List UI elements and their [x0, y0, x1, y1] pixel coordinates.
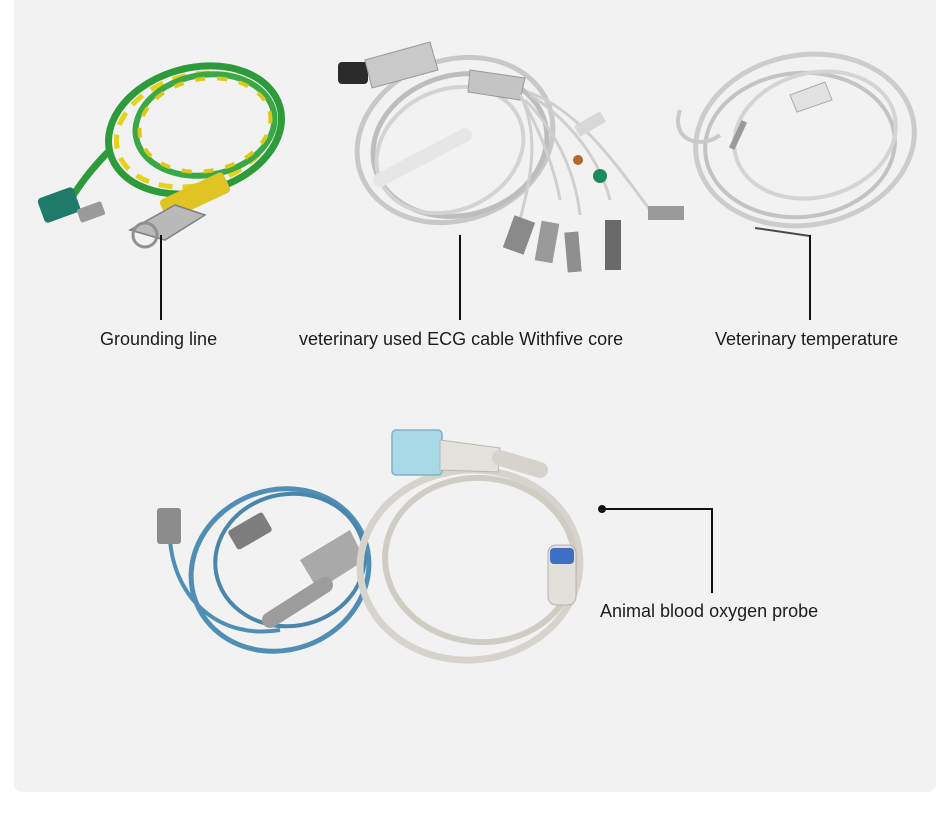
ecg-label: veterinary used ECG cable Withfive core	[299, 329, 624, 349]
spo2-label: Animal blood oxygen probe	[600, 601, 819, 621]
ecg-leader-line	[459, 235, 461, 320]
grounding-leader-line	[160, 235, 162, 320]
grounding-cable-image	[37, 62, 286, 249]
spo2-leader-line-horizontal	[602, 508, 713, 510]
temperature-label: Veterinary temperature	[715, 329, 899, 349]
temperature-leader-line	[809, 235, 811, 320]
ecg-cable-image	[338, 41, 684, 273]
spo2-leader-line-vertical	[711, 508, 713, 593]
spo2-probe-image	[157, 429, 584, 664]
grounding-label: Grounding line	[100, 329, 218, 349]
temperature-probe-image	[676, 51, 917, 237]
